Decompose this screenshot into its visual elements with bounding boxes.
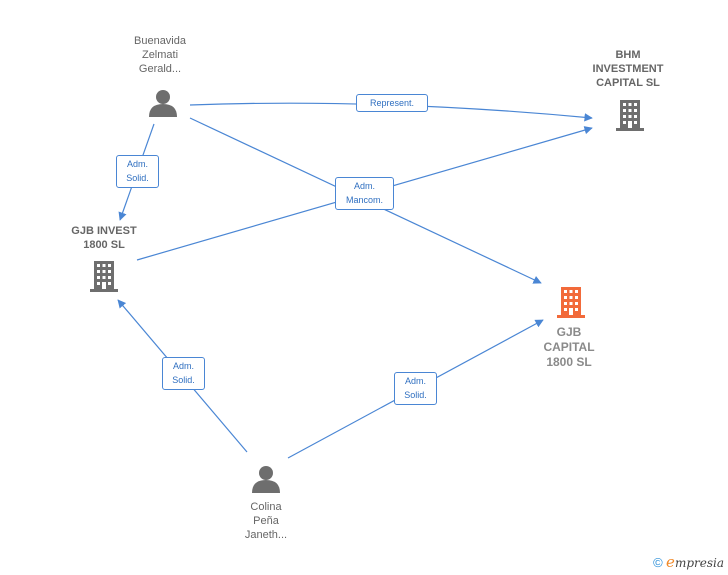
empresia-logo-text: mpresia	[674, 556, 724, 570]
building-icon[interactable]	[616, 100, 644, 131]
building-icon[interactable]	[557, 287, 585, 318]
edge-label-adm-solid[interactable]: Adm. Solid.	[394, 372, 437, 405]
copyright-icon: ©	[653, 555, 663, 570]
person-icon[interactable]	[149, 90, 177, 117]
node-label-gjb-invest[interactable]: GJB INVEST 1800 SL	[71, 225, 137, 251]
edge-label-adm-solid[interactable]: Adm. Solid.	[162, 357, 205, 390]
building-icon[interactable]	[90, 261, 118, 292]
edge-label-adm-mancom[interactable]: Adm. Mancom.	[335, 177, 394, 210]
edges	[117, 102, 593, 459]
empresia-logo-initial: e	[666, 553, 675, 571]
edge-label-represent[interactable]: Represent.	[356, 94, 428, 112]
node-label-gjb-capital[interactable]: GJB CAPITAL 1800 SL	[543, 325, 595, 369]
node-label-colina[interactable]: Colina Peña Janeth...	[244, 501, 288, 541]
edge-label-adm-solid[interactable]: Adm. Solid.	[116, 155, 159, 188]
copyright-footer: © empresia	[653, 553, 724, 571]
node-label-bhm[interactable]: BHM INVESTMENT CAPITAL SL	[592, 49, 664, 89]
person-icon[interactable]	[252, 466, 280, 493]
node-label-buenavida[interactable]: Buenavida Zelmati Gerald...	[134, 35, 186, 75]
